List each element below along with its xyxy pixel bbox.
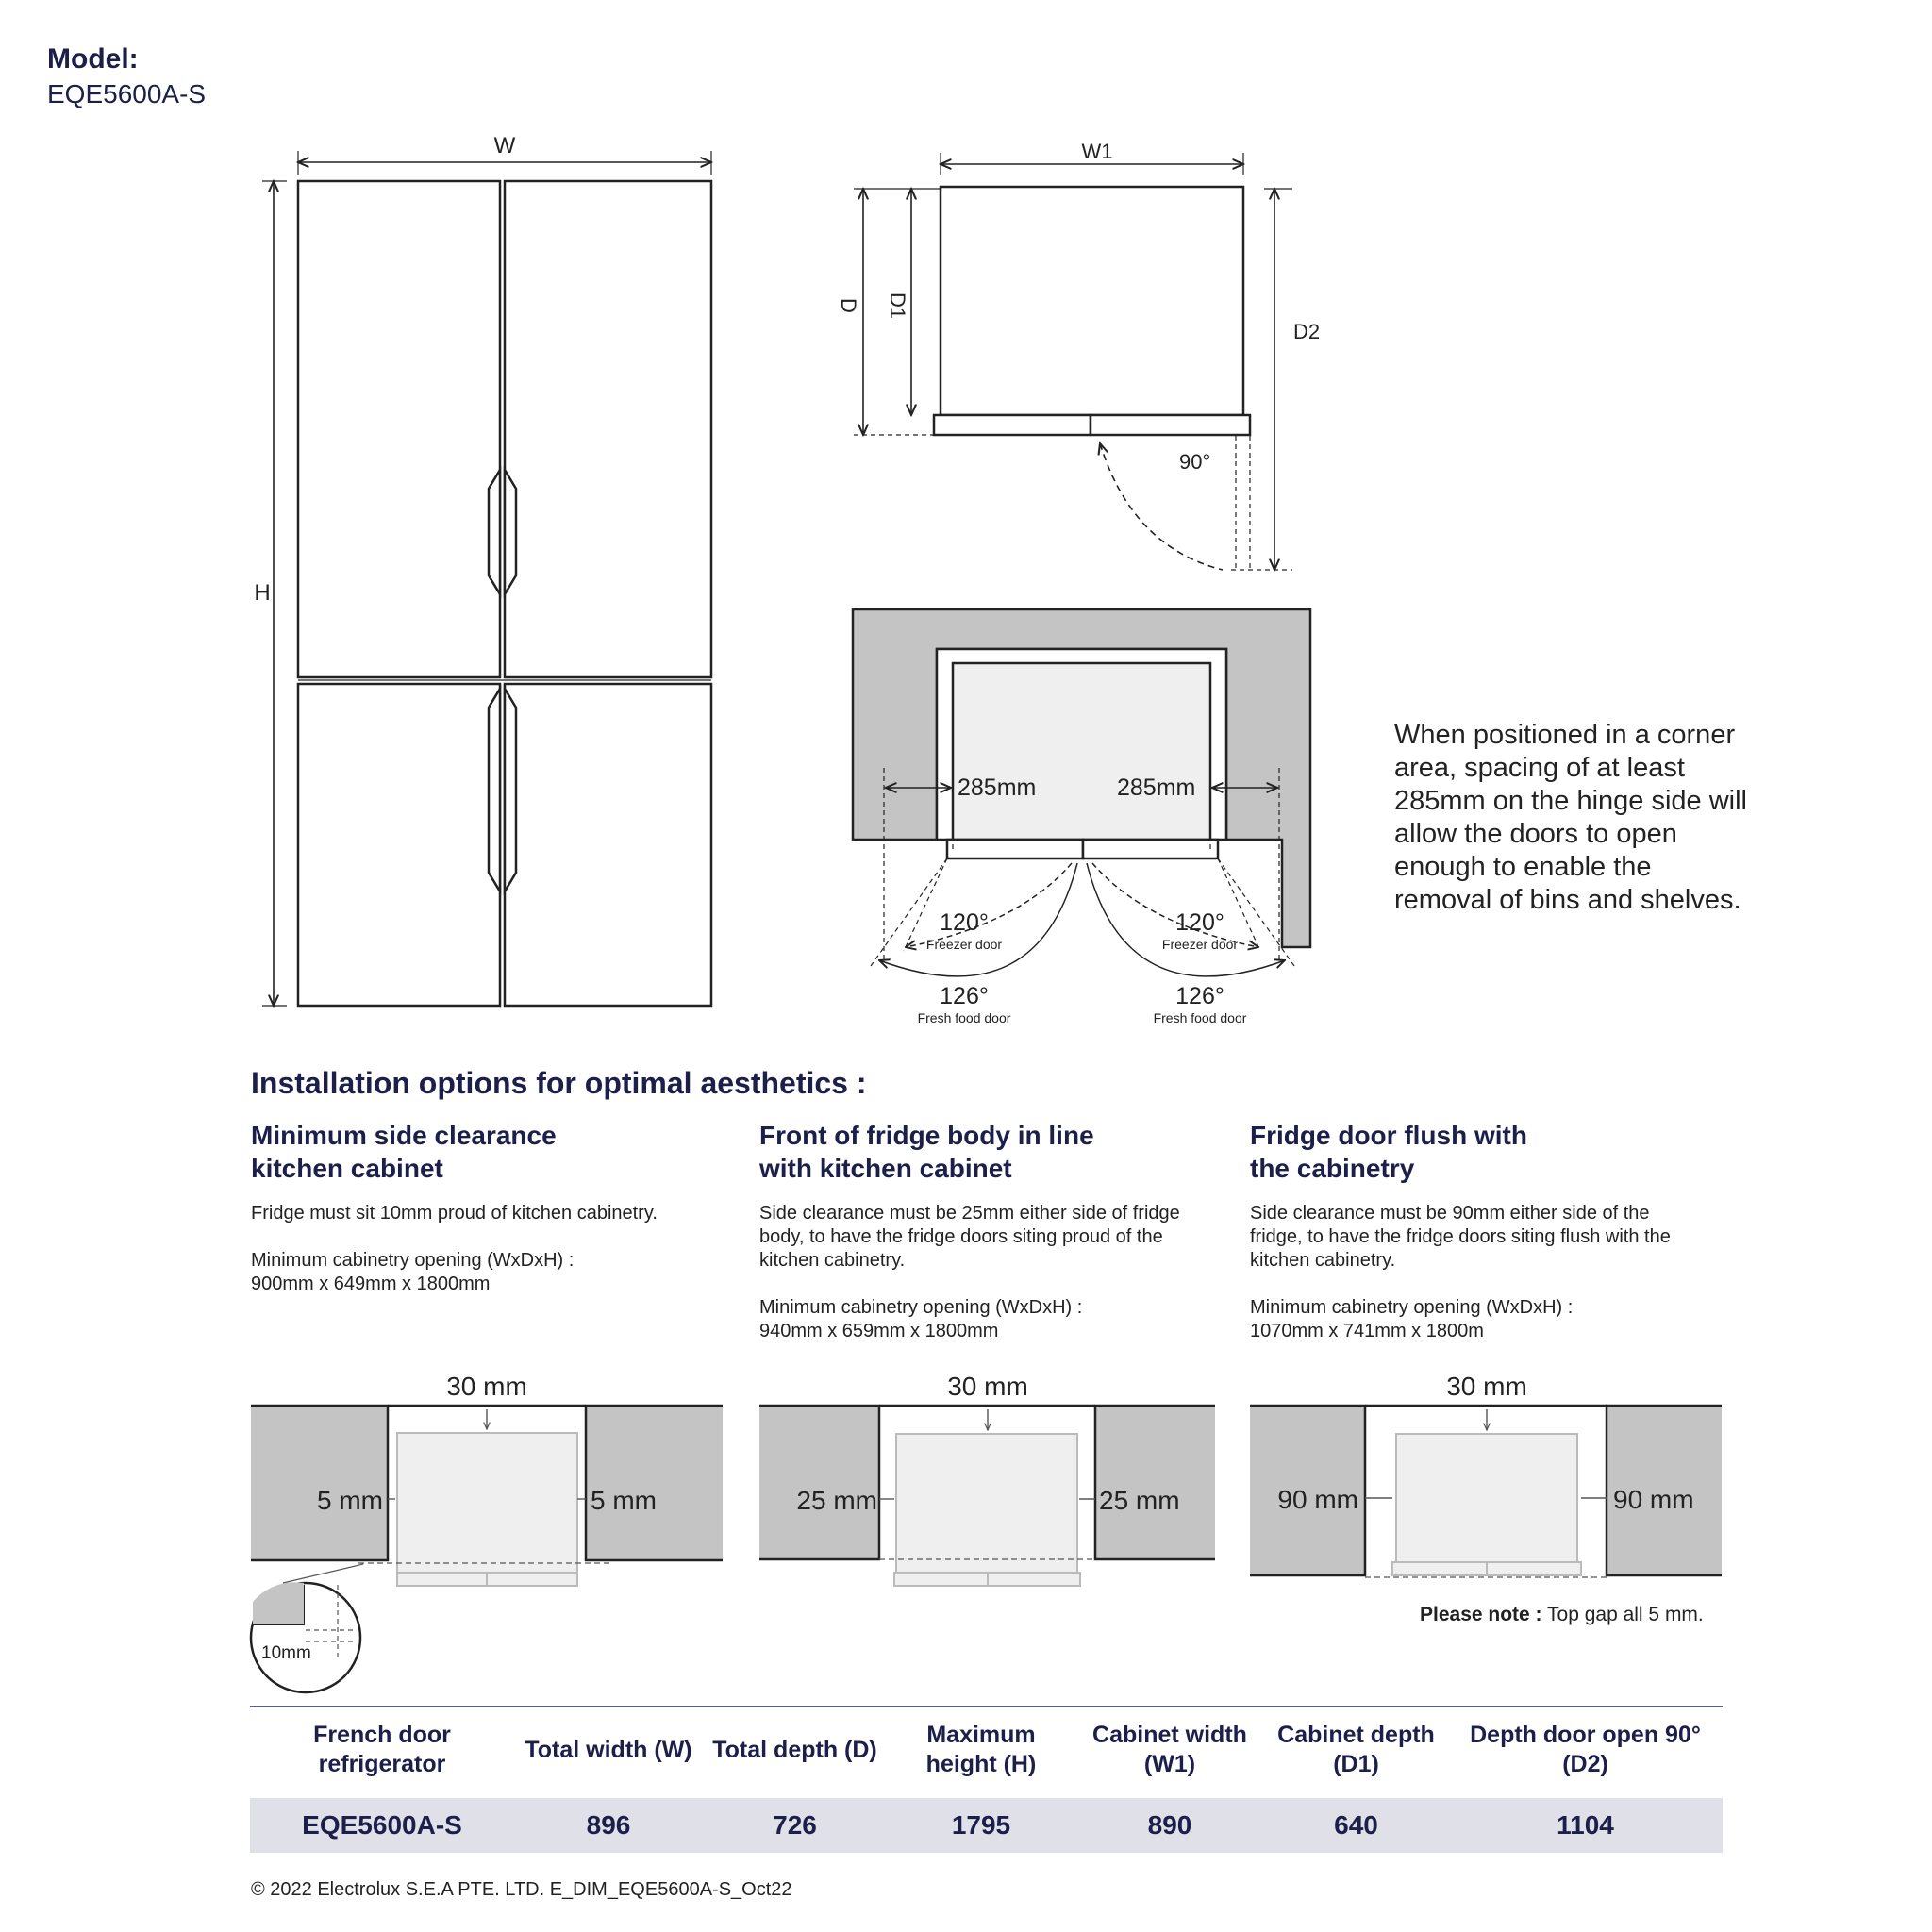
- install-diagram-2: [759, 1404, 1215, 1587]
- fresh-angle-left: 126°: [940, 983, 989, 1009]
- door-angle-label: 90°: [1179, 450, 1210, 474]
- spec-cell-total-width: 896: [514, 1798, 703, 1853]
- w1-label: W1: [1082, 140, 1113, 163]
- spec-header-max-height: Maximum height (H): [925, 1722, 1037, 1777]
- model-label: Model:: [47, 43, 139, 75]
- install-diagram-1: [249, 1404, 723, 1694]
- install-diagram-3: [1250, 1404, 1722, 1578]
- option-2-text1: Side clearance must be 25mm either side …: [759, 1203, 1180, 1271]
- installation-title: Installation options for optimal aesthet…: [251, 1066, 867, 1100]
- diagram-2-left-gap: 25 mm: [796, 1486, 877, 1515]
- height-label: H: [254, 580, 270, 606]
- option-1: Minimum side clearance kitchen cabinet F…: [251, 1119, 723, 1320]
- spec-cell-model: EQE5600A-S: [250, 1798, 514, 1853]
- option-1-text2: Minimum cabinetry opening (WxDxH) : 900m…: [251, 1250, 575, 1294]
- option-2-title-line2: with kitchen cabinet: [759, 1154, 1012, 1183]
- top-gap-note: Please note : Top gap all 5 mm.: [1420, 1604, 1704, 1626]
- spec-header-total-depth: Total depth (D): [712, 1736, 877, 1763]
- option-1-title-line1: Minimum side clearance: [251, 1121, 557, 1150]
- diagram-3-top-gap: 30 mm: [1446, 1372, 1527, 1401]
- option-2-title: Front of fridge body in line with kitche…: [759, 1119, 1193, 1185]
- freezer-caption-left: Freezer door: [926, 937, 1002, 952]
- diagram-1-top-gap: 30 mm: [446, 1372, 527, 1401]
- diagram-3-right-gap: 90 mm: [1613, 1485, 1694, 1514]
- diagram-3-left-gap: 90 mm: [1277, 1485, 1358, 1514]
- option-1-title: Minimum side clearance kitchen cabinet: [251, 1119, 723, 1185]
- spec-cell-cabinet-depth: 640: [1264, 1798, 1448, 1853]
- fresh-caption-left: Fresh food door: [918, 1010, 1011, 1025]
- option-3-text1: Side clearance must be 90mm either side …: [1250, 1203, 1671, 1271]
- option-1-text1: Fridge must sit 10mm proud of kitchen ca…: [251, 1203, 658, 1224]
- option-3-title: Fridge door flush with the cabinetry: [1250, 1119, 1693, 1185]
- installation-diagrams: 30 mm 5 mm 5 mm 10mm 30 mm 25 mm 25 mm 3…: [249, 1372, 1722, 1694]
- right-clearance-label: 285mm: [1117, 774, 1195, 801]
- spec-data-row: EQE5600A-S 896 726 1795 890 640 1104: [250, 1798, 1723, 1853]
- model-value: EQE5600A-S: [47, 79, 207, 108]
- spec-header-total-width: Total width (W): [525, 1736, 692, 1763]
- option-2-text2: Minimum cabinetry opening (WxDxH) : 940m…: [759, 1297, 1083, 1341]
- spec-cell-cabinet-width: 890: [1075, 1798, 1264, 1853]
- d2-label: D2: [1293, 320, 1320, 343]
- fresh-angle-right: 126°: [1175, 983, 1224, 1009]
- dimension-drawings: W H W1 D D1 D2 90°: [254, 133, 1320, 1025]
- note-label: Please note :: [1420, 1604, 1542, 1625]
- option-1-title-line2: kitchen cabinet: [251, 1154, 443, 1183]
- footer-copyright: © 2022 Electrolux S.E.A PTE. LTD. E_DIM_…: [251, 1879, 792, 1900]
- freezer-caption-right: Freezer door: [1162, 937, 1238, 952]
- spec-cell-depth-door-open: 1104: [1448, 1798, 1723, 1853]
- option-2-title-line1: Front of fridge body in line: [759, 1121, 1094, 1150]
- option-2: Front of fridge body in line with kitche…: [759, 1119, 1193, 1367]
- spec-header-depth-door-open: Depth door open 90° (D2): [1470, 1722, 1701, 1777]
- spec-header-cabinet-depth: Cabinet depth (D1): [1277, 1722, 1435, 1777]
- left-clearance-label: 285mm: [958, 774, 1036, 801]
- width-label: W: [494, 133, 516, 158]
- corner-view: [851, 608, 1312, 977]
- spec-header-cabinet-width: Cabinet width (W1): [1092, 1722, 1247, 1777]
- spec-cell-total-depth: 726: [703, 1798, 887, 1853]
- freezer-angle-right: 120°: [1175, 909, 1224, 936]
- diagram-1-right-gap: 5 mm: [591, 1486, 657, 1515]
- diagram-2-top-gap: 30 mm: [947, 1372, 1028, 1401]
- diagram-2-right-gap: 25 mm: [1099, 1486, 1180, 1515]
- spec-header-model: French door refrigerator: [313, 1722, 451, 1777]
- spec-table: French door refrigerator Total width (W)…: [250, 1706, 1723, 1853]
- option-3-title-line1: Fridge door flush with: [1250, 1121, 1527, 1150]
- fresh-caption-right: Fresh food door: [1154, 1010, 1247, 1025]
- spec-cell-max-height: 1795: [887, 1798, 1075, 1853]
- freezer-angle-left: 120°: [940, 909, 989, 936]
- corner-note: When positioned in a corner area, spacin…: [1394, 720, 1747, 915]
- d1-label: D1: [886, 292, 909, 319]
- note-text: Top gap all 5 mm.: [1541, 1604, 1704, 1625]
- top-view: [854, 153, 1292, 570]
- option-3-title-line2: the cabinetry: [1250, 1154, 1415, 1183]
- d-label: D: [837, 298, 860, 313]
- front-view: [262, 151, 711, 1006]
- diagram-1-left-gap: 5 mm: [317, 1486, 383, 1515]
- option-3-text2: Minimum cabinetry opening (WxDxH) : 1070…: [1250, 1297, 1574, 1341]
- spec-header-row: French door refrigerator Total width (W)…: [250, 1707, 1723, 1798]
- option-3: Fridge door flush with the cabinetry Sid…: [1250, 1119, 1693, 1367]
- diagram-1-detail-label: 10mm: [261, 1643, 311, 1663]
